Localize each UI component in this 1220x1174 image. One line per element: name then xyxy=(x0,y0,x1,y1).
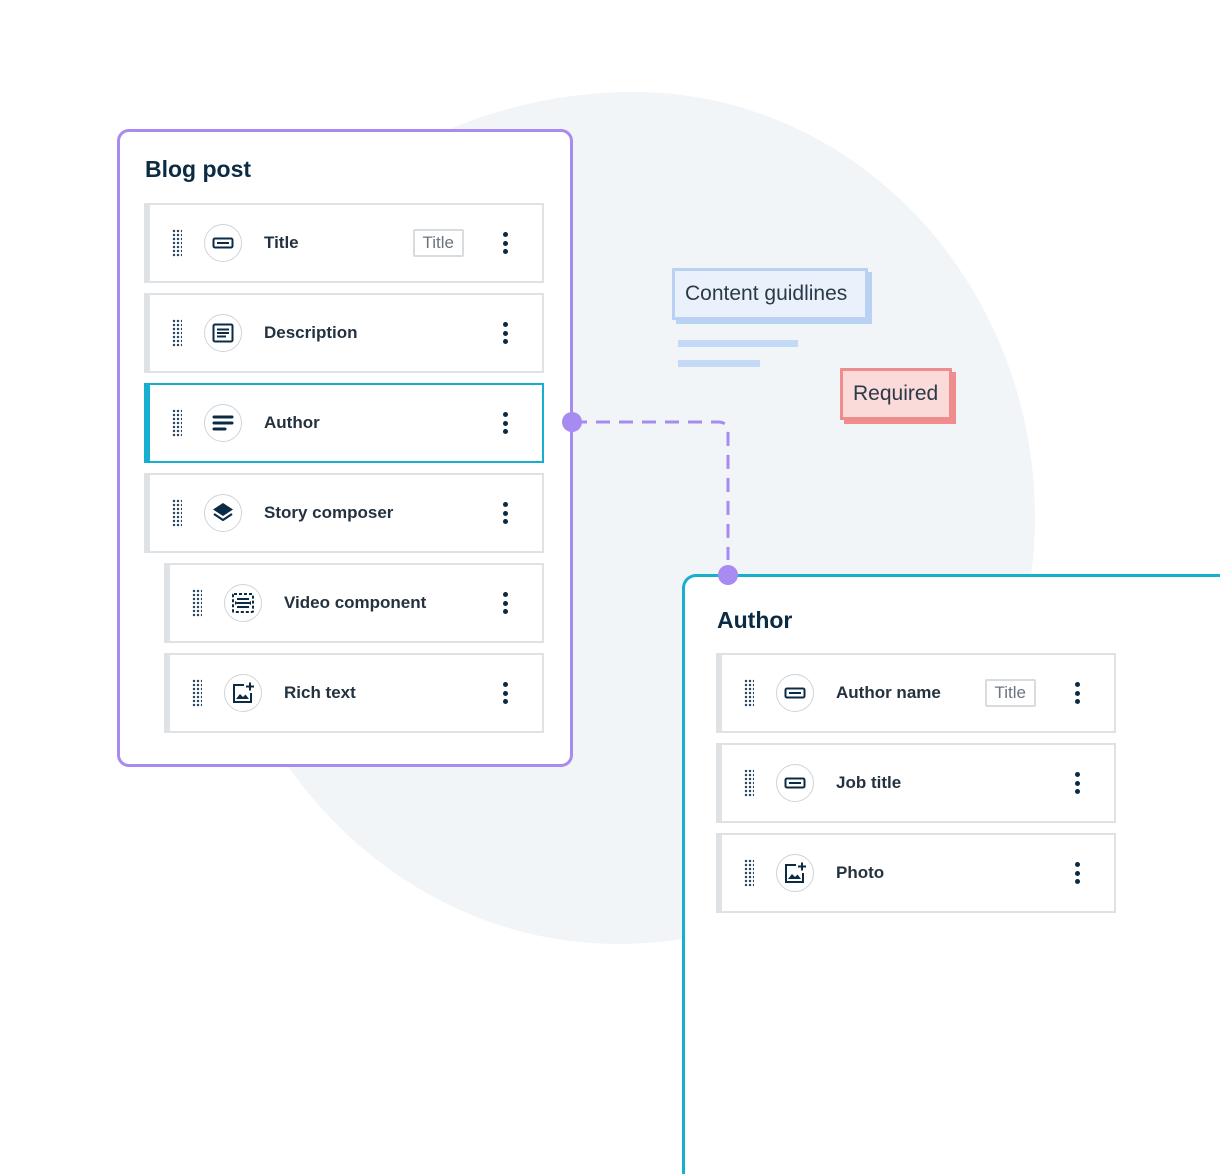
field-label: Rich text xyxy=(284,683,356,702)
more-options-icon[interactable] xyxy=(502,682,508,704)
text-field-icon xyxy=(776,764,814,802)
drag-handle-icon[interactable] xyxy=(172,229,182,257)
drag-handle-icon[interactable] xyxy=(192,589,202,617)
field-label: Video component xyxy=(284,593,427,612)
field-row-job-title[interactable]: Job title xyxy=(716,743,1116,823)
author-panel-title: Author xyxy=(717,607,793,633)
text-field-icon xyxy=(204,224,242,262)
reference-icon xyxy=(204,404,242,442)
connector-end-node[interactable] xyxy=(718,565,738,585)
more-options-icon[interactable] xyxy=(1074,772,1080,794)
field-label: Photo xyxy=(836,863,885,882)
field-label: Title xyxy=(264,233,299,252)
field-label: Description xyxy=(264,323,358,342)
drag-handle-icon[interactable] xyxy=(172,319,182,347)
field-row-story-composer[interactable]: Story composer xyxy=(144,473,544,553)
drag-handle-icon[interactable] xyxy=(744,769,754,797)
guideline-text-line xyxy=(678,360,760,367)
more-options-icon[interactable] xyxy=(502,232,508,254)
content-guidelines-label: Content guidlines xyxy=(685,282,848,305)
field-row-photo[interactable]: Photo xyxy=(716,833,1116,913)
drag-handle-icon[interactable] xyxy=(744,859,754,887)
drag-handle-icon[interactable] xyxy=(172,409,182,437)
field-row-author-name[interactable]: Author name Title xyxy=(716,653,1116,733)
drag-handle-icon[interactable] xyxy=(744,679,754,707)
field-label: Story composer xyxy=(264,503,394,522)
more-options-icon[interactable] xyxy=(502,502,508,524)
required-label: Required xyxy=(853,382,939,405)
field-label: Author xyxy=(264,413,320,432)
field-label: Job title xyxy=(836,773,902,792)
field-row-video-component[interactable]: Video component xyxy=(164,563,544,643)
field-title-tag: Title xyxy=(412,229,464,257)
more-options-icon[interactable] xyxy=(1074,682,1080,704)
field-label: Author name xyxy=(836,683,941,702)
more-options-icon[interactable] xyxy=(1074,862,1080,884)
field-row-rich-text[interactable]: Rich text xyxy=(164,653,544,733)
more-options-icon[interactable] xyxy=(502,592,508,614)
connector-start-node[interactable] xyxy=(562,412,582,432)
drag-handle-icon[interactable] xyxy=(172,499,182,527)
more-options-icon[interactable] xyxy=(502,412,508,434)
layers-icon xyxy=(204,494,242,532)
field-row-author[interactable]: Author xyxy=(144,383,544,463)
blog-post-title: Blog post xyxy=(145,156,252,182)
video-icon xyxy=(224,584,262,622)
paragraph-icon xyxy=(204,314,242,352)
add-image-icon xyxy=(224,674,262,712)
more-options-icon[interactable] xyxy=(502,322,508,344)
drag-handle-icon[interactable] xyxy=(192,679,202,707)
text-field-icon xyxy=(776,674,814,712)
required-badge[interactable]: Required xyxy=(840,368,952,420)
add-image-icon xyxy=(776,854,814,892)
field-row-title[interactable]: Title Title xyxy=(144,203,544,283)
content-guidelines-card[interactable]: Content guidlines xyxy=(672,268,868,320)
field-title-tag: Title xyxy=(984,679,1036,707)
guideline-text-line xyxy=(678,340,798,347)
field-row-description[interactable]: Description xyxy=(144,293,544,373)
